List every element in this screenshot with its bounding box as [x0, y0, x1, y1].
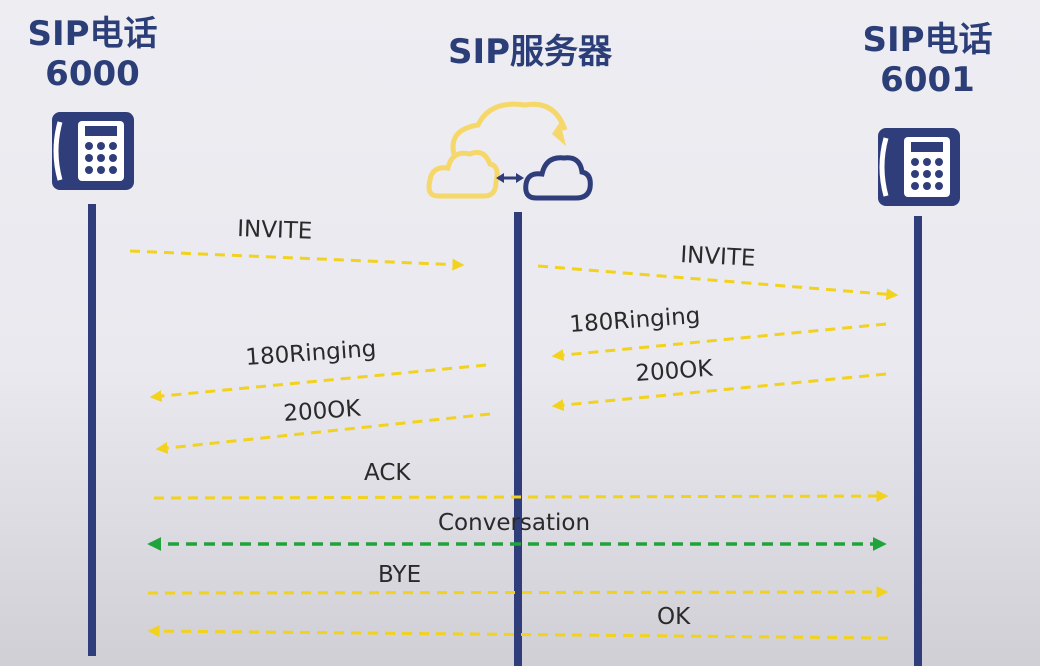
left-phone-name: SIP电话 — [27, 14, 158, 54]
ok-arrow-right-to-server — [551, 372, 887, 412]
invite-label-left: INVITE — [237, 216, 313, 245]
left-phone-title: SIP电话 6000 — [10, 14, 175, 94]
left-phone-number: 6000 — [45, 54, 140, 94]
invite-arrow-server-to-right — [537, 264, 899, 301]
phone-icon — [52, 112, 134, 190]
conversation-label: Conversation — [438, 510, 590, 536]
cloud-icon — [426, 101, 593, 201]
right-phone-title: SIP电话 6001 — [840, 20, 1015, 100]
ringing-label-right: 180Ringing — [569, 303, 702, 338]
ok-final-arrow — [147, 625, 889, 640]
ok-label-right: 200OK — [635, 356, 715, 387]
ack-label: ACK — [364, 460, 411, 486]
ringing-arrow-server-to-left — [149, 363, 487, 403]
invite-arrow-left-to-server — [129, 249, 465, 271]
ok-final-label: OK — [657, 604, 691, 630]
bye-label: BYE — [378, 562, 421, 588]
invite-label-right: INVITE — [680, 242, 756, 272]
ringing-arrow-right-to-server — [551, 322, 887, 362]
bye-arrow — [147, 586, 889, 599]
ack-arrow — [153, 490, 889, 503]
server-title: SIP服务器 — [420, 32, 640, 72]
right-phone-name: SIP电话 — [862, 20, 993, 60]
ringing-label-left: 180Ringing — [245, 336, 378, 371]
server-name: SIP服务器 — [447, 32, 613, 72]
right-phone-number: 6001 — [880, 60, 975, 100]
phone-icon — [878, 128, 960, 206]
ok-arrow-server-to-left — [155, 412, 491, 454]
ok-label-left: 200OK — [283, 396, 363, 427]
